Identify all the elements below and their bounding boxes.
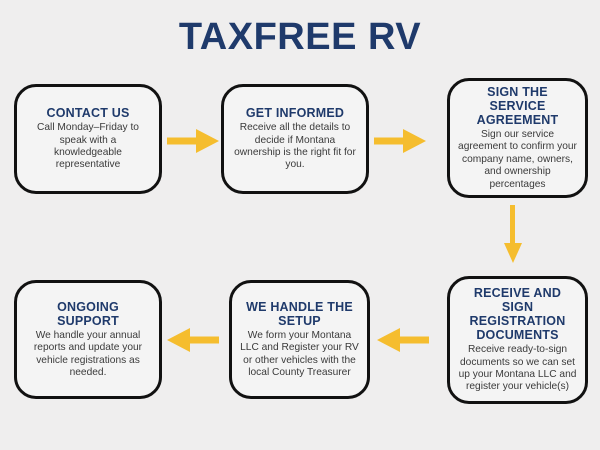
flow-step-title: CONTACT US: [46, 106, 130, 121]
flow-step-body: We handle your annual reports and update…: [33, 329, 143, 378]
flow-step-title: SIGN THE SERVICE AGREEMENT: [476, 84, 559, 127]
arrow-left-icon: [167, 327, 219, 353]
flow-step-ongoing-support: ONGOING SUPPORT We handle your annual re…: [14, 280, 162, 399]
flow-step-body: Receive all the details to decide if Mon…: [234, 122, 356, 171]
arrow-left-icon: [377, 327, 429, 353]
flow-step-receive-sign: RECEIVE AND SIGN REGISTRATION DOCUMENTS …: [447, 276, 588, 404]
flow-step-sign-agreement: SIGN THE SERVICE AGREEMENT Sign our serv…: [447, 78, 588, 198]
arrow-right-icon: [167, 128, 219, 154]
flow-step-title: GET INFORMED: [245, 106, 345, 121]
flow-step-title: RECEIVE AND SIGN REGISTRATION DOCUMENTS: [469, 286, 566, 343]
flow-step-title: ONGOING SUPPORT: [57, 299, 119, 328]
flow-step-body: Call Monday–Friday to speak with a knowl…: [37, 122, 139, 171]
flow-step-body: Sign our service agreement to confirm yo…: [458, 128, 577, 190]
flow-step-contact-us: CONTACT US Call Monday–Friday to speak w…: [14, 84, 162, 194]
arrow-down-icon: [500, 205, 526, 263]
page-title: TAXFREE RV: [178, 16, 422, 58]
flow-step-get-informed: GET INFORMED Receive all the details to …: [221, 84, 369, 194]
flow-step-we-handle-setup: WE HANDLE THE SETUP We form your Montana…: [229, 280, 370, 399]
arrow-right-icon: [374, 128, 426, 154]
flow-step-body: We form your Montana LLC and Register yo…: [240, 329, 359, 378]
flow-step-title: WE HANDLE THE SETUP: [246, 299, 353, 328]
flow-step-body: Receive ready-to-sign documents so we ca…: [458, 344, 577, 393]
